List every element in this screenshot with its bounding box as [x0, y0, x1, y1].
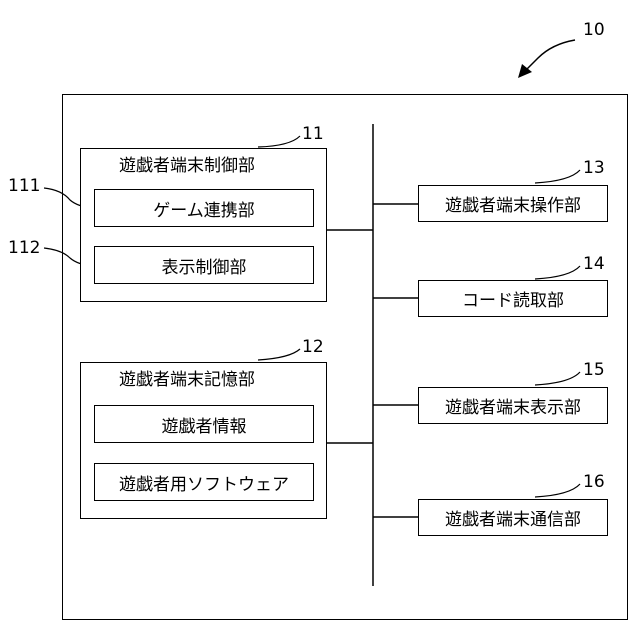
control-unit-title: 遊戯者端末制御部: [119, 158, 255, 175]
comm-unit-box: 遊戯者端末通信部: [418, 499, 608, 536]
control-unit-box: 遊戯者端末制御部 ゲーム連携部 表示制御部: [80, 148, 327, 302]
display-control-box: 表示制御部: [94, 246, 314, 284]
code-reader-box: コード読取部: [418, 280, 608, 317]
ref-112: 112: [8, 240, 40, 257]
ref-16: 16: [583, 474, 605, 491]
code-reader-label: コード読取部: [462, 286, 564, 311]
display-control-label: 表示制御部: [162, 253, 247, 278]
operation-unit-box: 遊戯者端末操作部: [418, 185, 608, 222]
display-unit-label: 遊戯者端末表示部: [445, 393, 581, 418]
ref-10: 10: [583, 22, 605, 39]
storage-unit-title: 遊戯者端末記憶部: [119, 372, 255, 389]
ref-14: 14: [583, 256, 605, 273]
game-link-box: ゲーム連携部: [94, 189, 314, 227]
comm-unit-label: 遊戯者端末通信部: [445, 505, 581, 530]
player-info-label: 遊戯者情報: [162, 412, 247, 437]
game-link-label: ゲーム連携部: [153, 196, 255, 221]
ref-13: 13: [583, 160, 605, 177]
ref-111: 111: [8, 178, 40, 195]
ref-11: 11: [302, 126, 324, 143]
leader-arrow-10: [524, 40, 575, 72]
ref-12: 12: [302, 339, 324, 356]
storage-unit-box: 遊戯者端末記憶部 遊戯者情報 遊戯者用ソフトウェア: [80, 362, 327, 519]
display-unit-box: 遊戯者端末表示部: [418, 387, 608, 424]
player-software-label: 遊戯者用ソフトウェア: [119, 470, 289, 495]
ref-15: 15: [583, 362, 605, 379]
player-info-box: 遊戯者情報: [94, 405, 314, 443]
operation-unit-label: 遊戯者端末操作部: [445, 191, 581, 216]
player-software-box: 遊戯者用ソフトウェア: [94, 463, 314, 501]
